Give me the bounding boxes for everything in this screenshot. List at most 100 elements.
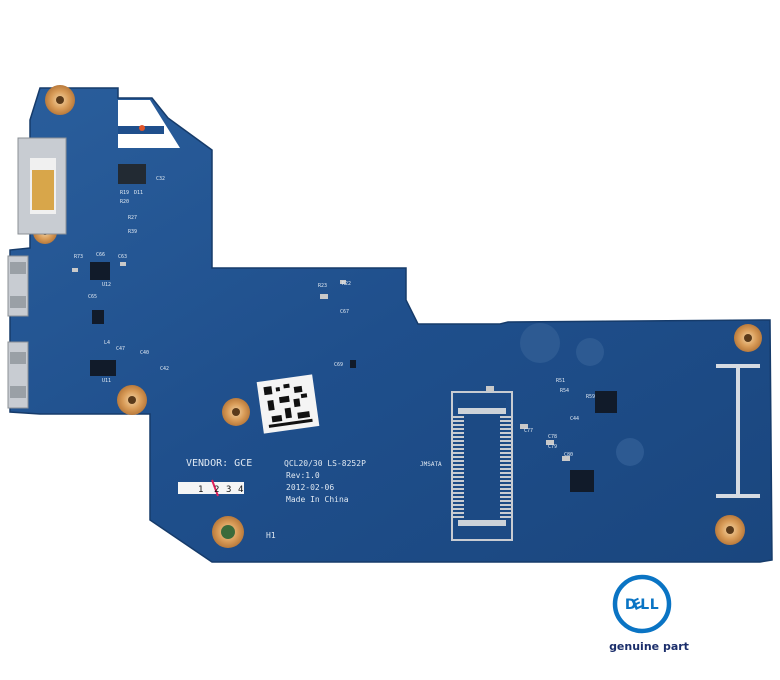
board-cutout [118,100,180,148]
connector-pin [452,456,464,458]
ref-r73: R73 [74,254,83,260]
connector-pin [452,512,464,514]
connector-pin [452,420,464,422]
date-marking: 2012-02-06 [286,483,334,492]
smd-components [72,164,617,492]
connector-pin [452,516,464,518]
connector-pin [452,432,464,434]
checkbox-strip: 1 2 3 4 [178,479,244,497]
pcb-board [9,87,773,563]
connector-pin [452,504,464,506]
connector-pin [452,428,464,430]
ref-r22: R22 [342,281,351,287]
ref-c47: C47 [116,346,125,352]
connector-pin [500,444,512,446]
ref-c40: C40 [140,350,149,356]
connector-pin [500,468,512,470]
msata-connector [451,391,513,541]
connector-pin [452,488,464,490]
vendor-marking: VENDOR: GCE [186,458,252,469]
ref-u12: U12 [102,282,111,288]
ref-r54: R54 [560,388,569,394]
connector-pin [452,500,464,502]
ref-c78: C78 [548,434,557,440]
ref-c44: C44 [570,416,579,422]
connector-pin [500,484,512,486]
checkbox-1: 1 [198,485,203,495]
connector-pin [500,476,512,478]
connector-pin [500,504,512,506]
checkbox-2: 2 [214,485,219,495]
connector-pin [500,488,512,490]
ref-l4: L4 [104,340,110,346]
checkbox-3: 3 [226,485,231,495]
ref-c67: C67 [340,309,349,315]
connector-pin [500,420,512,422]
connector-pin [452,424,464,426]
right-connector [716,364,760,498]
connector-label: JMSATA [420,461,442,468]
connector-pin [500,416,512,418]
svg-text:D LL: D LL [625,597,659,613]
usb-connectors [7,137,67,409]
ref-c42: C42 [160,366,169,372]
ref-r27: R27 [128,215,137,221]
connector-pin [500,496,512,498]
connector-pin [452,472,464,474]
board-hole [616,438,644,466]
connector-pin [500,428,512,430]
origin-marking: Made In China [286,495,349,504]
qr-label [256,374,320,434]
connector-pin [500,480,512,482]
dell-logo: D LL E [612,574,672,634]
board-hole [576,338,604,366]
ref-c79: C79 [548,444,557,450]
connector-pin [500,464,512,466]
ref-c66: C66 [96,252,105,258]
connector-pin [452,496,464,498]
model-marking: QCL20/30 LS-8252P [284,459,366,468]
connector-pin [500,456,512,458]
connector-pin [452,464,464,466]
ref-u11: U11 [102,378,111,384]
connector-pin [452,436,464,438]
ref-c32: C32 [156,176,165,182]
connector-pin [452,480,464,482]
connector-pin [500,492,512,494]
connector-pin [452,440,464,442]
silkscreen: VENDOR: GCE QCL20/30 LS-8252P Rev:1.0 20… [74,176,595,540]
ref-c65: C65 [88,294,97,300]
connector-pin [452,508,464,510]
ref-r59: R59 [586,394,595,400]
connector-pin [452,416,464,418]
connector-pin [500,508,512,510]
connector-pin [500,516,512,518]
connector-pin [500,460,512,462]
ref-c80: C80 [564,452,573,458]
connector-pin [452,468,464,470]
connector-pin [452,484,464,486]
connector-pin [452,476,464,478]
connector-pin [500,436,512,438]
ref-r20: R20 [120,199,129,205]
ref-d11: D11 [134,190,143,196]
connector-pin [500,432,512,434]
connector-pin [452,448,464,450]
connector-pin [500,452,512,454]
checkbox-4: 4 [238,485,243,495]
ref-r23: R23 [318,283,327,289]
connector-pin [500,448,512,450]
connector-pin [500,512,512,514]
connector-pin [452,452,464,454]
connector-pin [500,424,512,426]
revision-marking: Rev:1.0 [286,471,320,480]
brand-caption: genuine part [609,640,689,653]
ref-c63: C63 [118,254,127,260]
ref-r19: R19 [120,190,129,196]
connector-pin [500,440,512,442]
ref-c69: C69 [334,362,343,368]
connector-pin [452,460,464,462]
connector-pin [452,444,464,446]
ref-c77: C77 [524,428,533,434]
